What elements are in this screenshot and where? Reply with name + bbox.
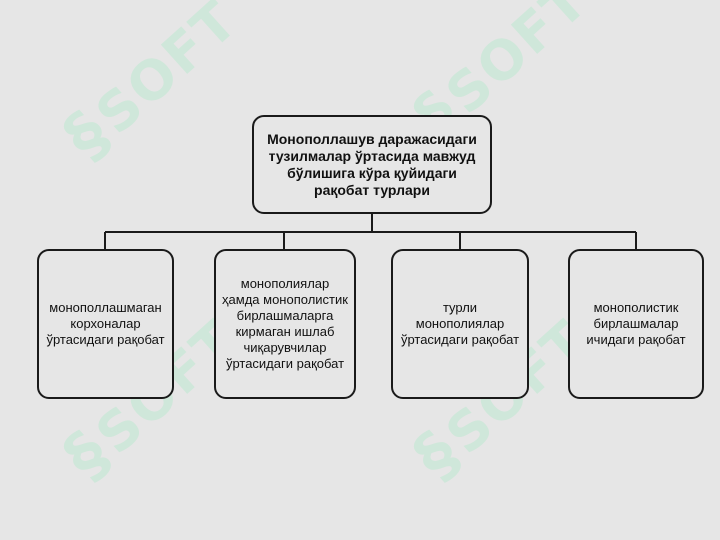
child-node-4-label: монополистик бирлашмалар ичидаги рақобат [586,300,686,347]
child-node-2: монополиялар ҳамда монополистик бирлашма… [214,249,356,399]
child-node-2-label: монополиялар ҳамда монополистик бирлашма… [222,276,348,371]
root-node-label: Монополлашув даражасидаги тузилмалар ўрт… [267,130,477,198]
child-node-1-label: монополлашмаган корхоналар ўртасидаги ра… [46,300,165,347]
root-node: Монополлашув даражасидаги тузилмалар ўрт… [252,115,492,214]
child-node-4: монополистик бирлашмалар ичидаги рақобат [568,249,704,399]
child-node-3-label: турли монополиялар ўртасидаги рақобат [400,300,520,347]
child-node-3: турли монополиялар ўртасидаги рақобат [391,249,529,399]
child-node-1: монополлашмаган корхоналар ўртасидаги ра… [37,249,174,399]
